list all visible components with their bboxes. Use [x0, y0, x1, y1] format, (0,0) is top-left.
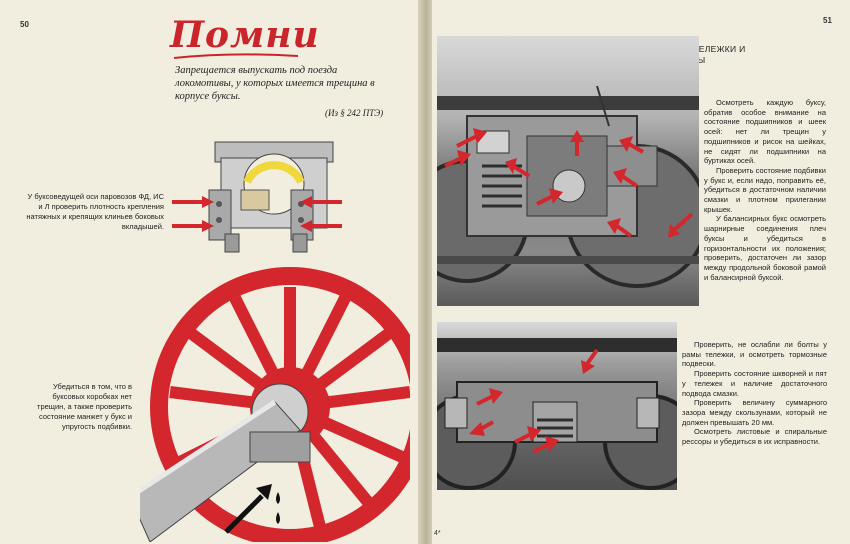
- photo-tender-bogie: [437, 322, 677, 490]
- caption-bogie-inspection: Проверить, не ослабли ли болты у рамы те…: [682, 340, 827, 447]
- signature-mark: 4*: [434, 530, 441, 537]
- caption-top-paragraph-1: Осмотреть каждую буксу, обратив особое в…: [704, 98, 826, 166]
- caption-axlebox-inspection: Осмотреть каждую буксу, обратив особое в…: [704, 98, 826, 282]
- note-axlebox-cracks: Убедиться в том, что в буксовых коробках…: [37, 382, 132, 431]
- page-title: Помни: [170, 14, 320, 56]
- title-underline: [173, 53, 299, 59]
- caption-bottom-paragraph-1: Проверить, не ослабли ли болты у рамы те…: [682, 340, 827, 369]
- caption-bottom-paragraph-4: Осмотреть листовые и спиральные рессоры …: [682, 427, 827, 447]
- warning-text: Запрещается выпускать под поезда локомот…: [175, 65, 375, 102]
- oil-drops: [276, 492, 280, 524]
- right-page-number: 51: [823, 16, 832, 25]
- axlebox-photo-drawing: [437, 85, 699, 288]
- caption-top-paragraph-2: Проверить состояние подбивки у букс и, е…: [704, 165, 826, 214]
- photo-red-arrows-top: [444, 128, 644, 238]
- wheel-illustration: [140, 267, 410, 542]
- left-page-number: 50: [20, 20, 29, 29]
- bogie-photo-drawing: [437, 338, 677, 490]
- axlebox-red-arrows: [172, 196, 342, 232]
- side-red-arrow: [668, 212, 694, 238]
- caption-bottom-paragraph-2: Проверить состояние шкворней и пят у тел…: [682, 369, 827, 398]
- rule-reference: (Из § 242 ПТЭ): [325, 108, 384, 118]
- photo-red-arrows-bottom: [469, 348, 599, 454]
- book-gutter: [418, 0, 434, 544]
- caption-top-paragraph-3: У балансирных букс осмотреть шарнирные с…: [704, 214, 826, 282]
- photo-tender-axlebox: [437, 36, 699, 306]
- black-arrow: [224, 484, 272, 534]
- note-axle-wedges: У буксоведущей оси паровозов ФД, ИС и Л …: [26, 192, 164, 231]
- caption-bottom-paragraph-3: Проверить величину суммарного зазора меж…: [682, 398, 827, 427]
